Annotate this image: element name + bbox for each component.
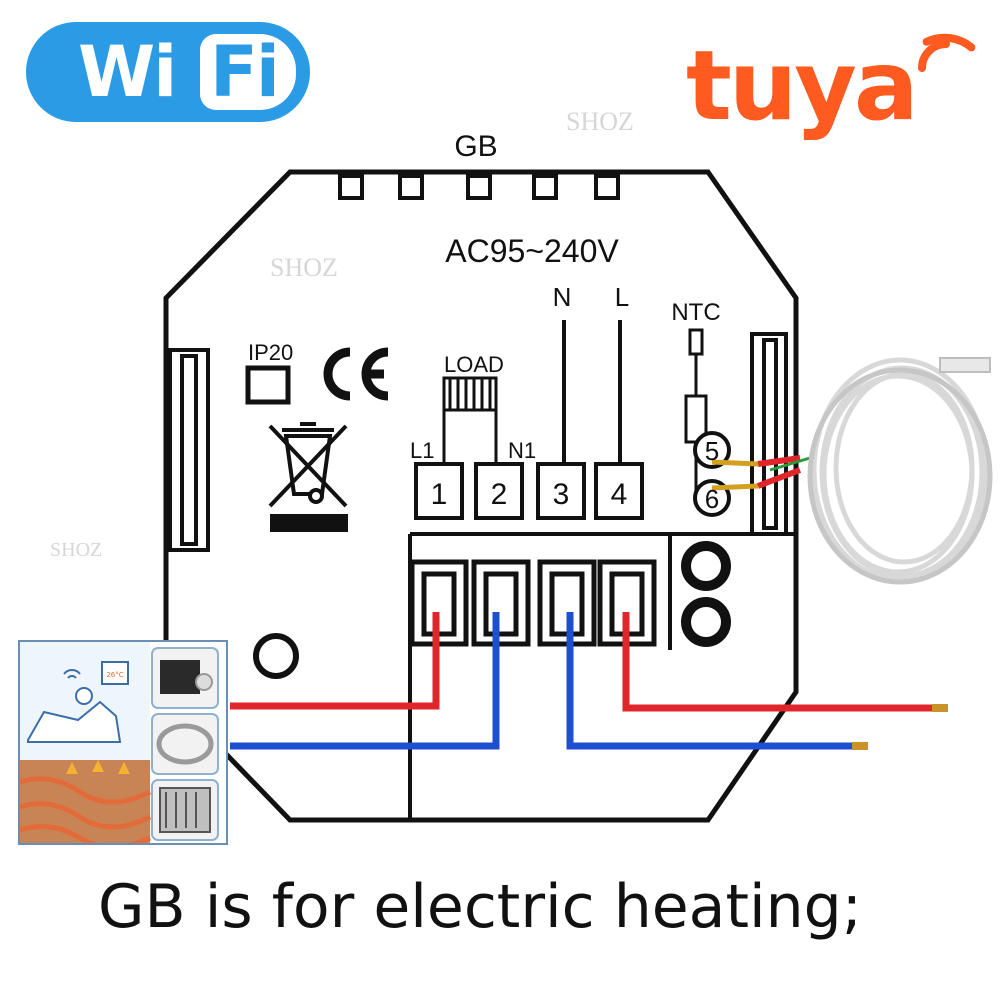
top-clips [338,174,620,200]
wifi-logo-text-fi: Fi [210,31,280,113]
ntc-terminals [693,431,731,517]
terminal-2-label: 2 [491,478,508,511]
terminal-1-label: 1 [431,478,448,511]
top-label: GB [454,130,497,163]
watermark: SHOZ [566,107,634,136]
heating-film-icon [160,660,200,694]
voltage-label: AC95~240V [445,233,619,269]
terminal-blocks [414,462,644,520]
sensor-wires [711,455,811,491]
watermark: SHOZ [50,539,102,561]
load-label: LOAD [444,352,504,377]
arrow-up-icon [118,762,130,774]
arrow-up-icon [66,762,78,774]
tuya-signal-icon [918,33,976,72]
wifi-signal-icon [63,669,81,679]
neutral-wire-load [230,612,500,750]
wifi-logo: Wi Fi [26,22,310,122]
tuya-logo: tuya [686,30,919,142]
mounting-hole-left [253,633,299,679]
load-element [442,376,498,462]
crossed-bin-icon [268,422,348,532]
wire-ends [852,704,948,750]
terminal-4-label: 4 [611,478,628,511]
live-wire-load [230,612,440,710]
n-label: N [553,282,572,312]
l1-label: L1 [410,438,434,463]
panel-temp-label: 26°C [106,671,123,679]
terminal-3-label: 3 [553,478,570,511]
terminal-5-label: 5 [705,436,719,466]
ip20-label: IP20 [248,340,293,365]
terminal-6-label: 6 [705,484,719,514]
heating-application-illustration: 26°C [19,642,219,850]
mounting-holes [681,541,731,647]
thermostat-display-icon [101,661,129,685]
neutral-wire-supply [566,612,856,750]
ntc-label: NTC [671,299,720,326]
watermark: SHOZ [270,253,338,282]
wires [230,612,936,750]
wifi-logo-text-wi: Wi [78,31,177,113]
ce-mark-icon [323,347,389,401]
caption: GB is for electric heating; [98,872,862,942]
l-label: L [615,282,629,312]
n1-label: N1 [508,438,536,463]
heating-application-panel: 26°C [18,640,228,850]
live-wire-supply [622,612,936,712]
wifi-logo-box [200,34,296,110]
heating-cable-icon [156,723,214,765]
ip20-square [245,365,291,405]
arrow-up-icon [92,760,104,772]
sensor-cable-coil-icon [807,357,993,585]
